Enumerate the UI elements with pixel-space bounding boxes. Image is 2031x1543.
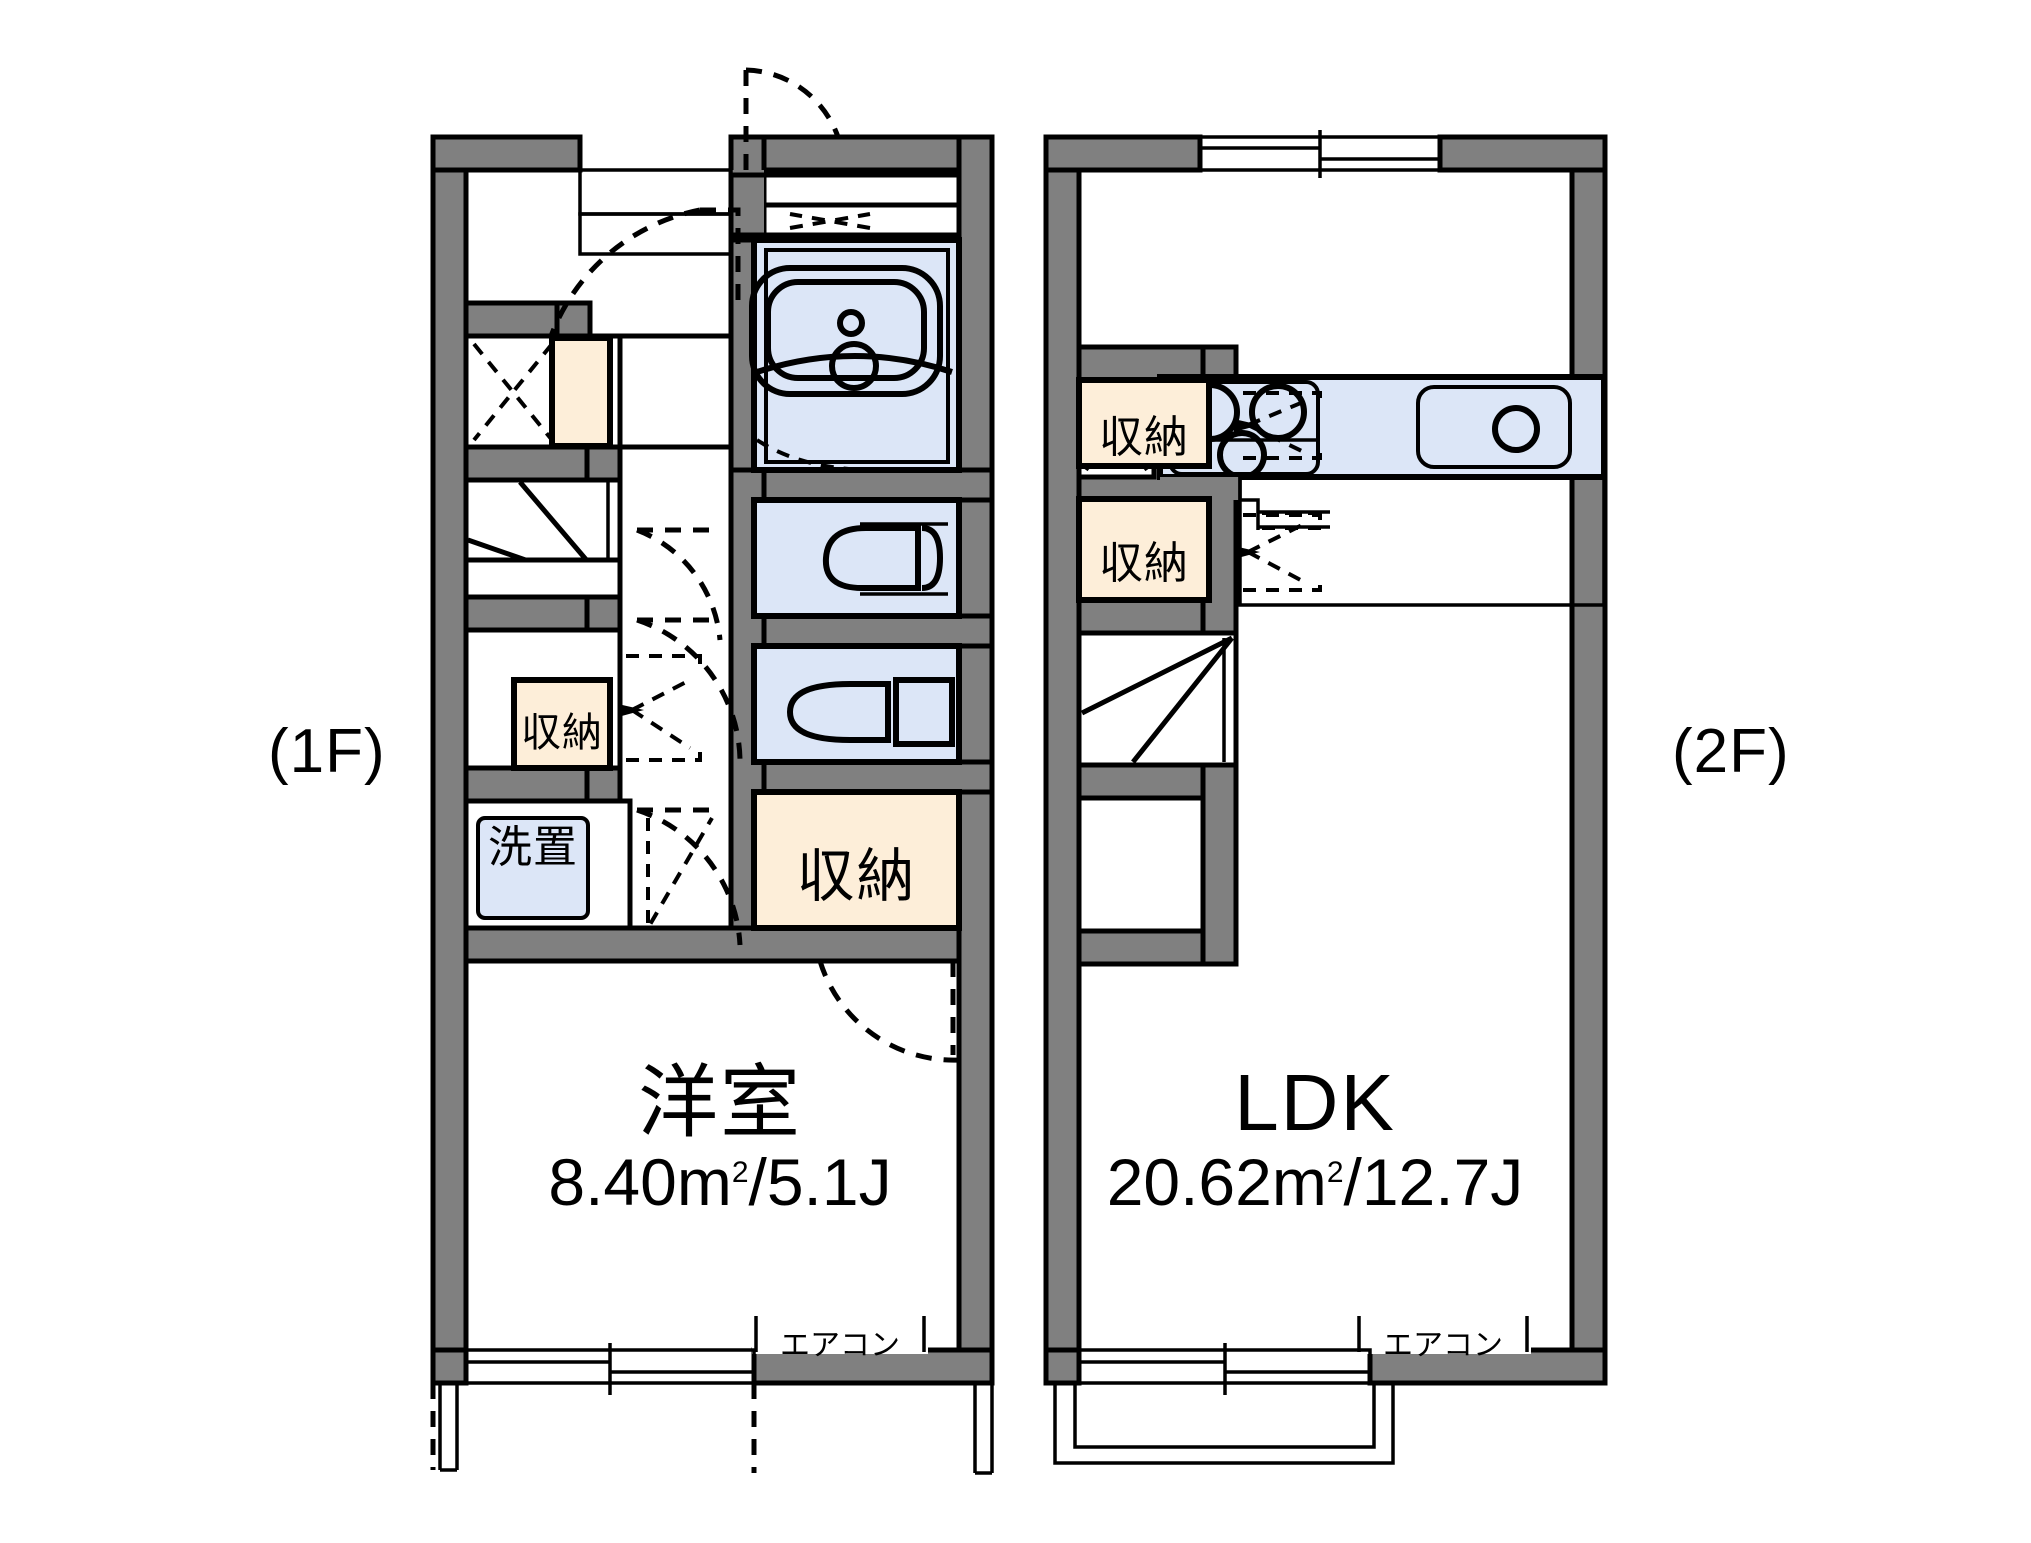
1f-main-closet (751, 789, 962, 931)
room-label-ldk: LDK 20.62m2/12.7J (930, 1058, 1700, 1219)
2f-window-top (1198, 130, 1442, 178)
room-area-value-washitsu: 8.40m (548, 1145, 732, 1219)
room-area-tail-washitsu: /5.1J (748, 1145, 892, 1219)
room-area-washitsu: 8.40m2/5.1J (390, 1146, 1050, 1218)
2f-closet-upper (1076, 377, 1322, 469)
room-name-washitsu: 洋室 (638, 1058, 802, 1147)
room-area-sup-ldk: 2 (1326, 1156, 1344, 1189)
1f-staircase (463, 477, 623, 600)
1f-room-door (817, 958, 961, 1063)
2f-aircon-marker (1355, 1316, 1531, 1354)
room-area-value-ldk: 20.62m (1106, 1145, 1327, 1219)
room-label-washitsu: 洋室 8.40m2/5.1J (390, 1058, 1050, 1219)
room-area-tail-ldk: /12.7J (1343, 1145, 1524, 1219)
1f-vanity (751, 497, 962, 619)
2f-window-bottom (1053, 1343, 1395, 1465)
1f-hall-door-swings (636, 527, 743, 946)
floor-1f-group (430, 67, 995, 1475)
floor-2f-group (1043, 130, 1608, 1465)
floor-tag-1f: (1F) (268, 717, 386, 786)
floor-tag-2f: (2F) (1672, 717, 1790, 786)
1f-aircon-marker (752, 1316, 928, 1354)
1f-washer-space (463, 798, 731, 936)
1f-window-bottom (430, 1343, 994, 1475)
1f-bathroom (728, 172, 962, 473)
1f-shoe-closet (463, 333, 734, 450)
room-area-ldk: 20.62m2/12.7J (930, 1146, 1700, 1218)
room-area-sup-washitsu: 2 (731, 1156, 749, 1189)
1f-toilet (751, 643, 962, 765)
1f-small-closet (463, 627, 702, 771)
room-name-ldk: LDK (1234, 1058, 1396, 1147)
2f-closet-lower (1076, 496, 1322, 603)
2f-staircase (1076, 630, 1239, 768)
